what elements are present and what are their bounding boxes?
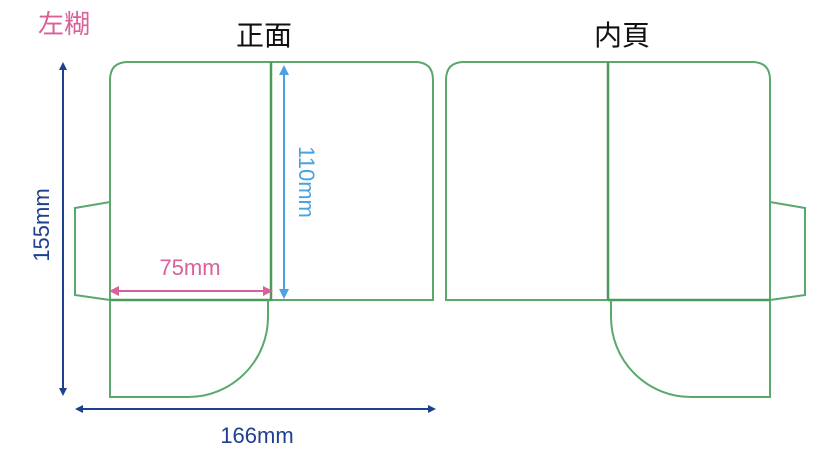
width-total-label: 166mm — [220, 423, 294, 448]
inner-cover-outline — [445, 61, 771, 301]
front-glue-tab — [74, 201, 111, 301]
inner-title: 内頁 — [594, 19, 651, 52]
inner-pocket-outline — [610, 300, 771, 398]
front-title: 正面 — [236, 19, 293, 52]
pocket-height-label: 110mm — [294, 146, 319, 218]
pocket-width-label: 75mm — [159, 255, 221, 280]
front-pocket-outline — [109, 300, 269, 398]
glue-side-label: 左糊 — [38, 10, 91, 40]
front-cover-outline — [109, 61, 434, 301]
height-total-label: 155mm — [29, 188, 54, 262]
inner-glue-tab — [769, 201, 806, 301]
